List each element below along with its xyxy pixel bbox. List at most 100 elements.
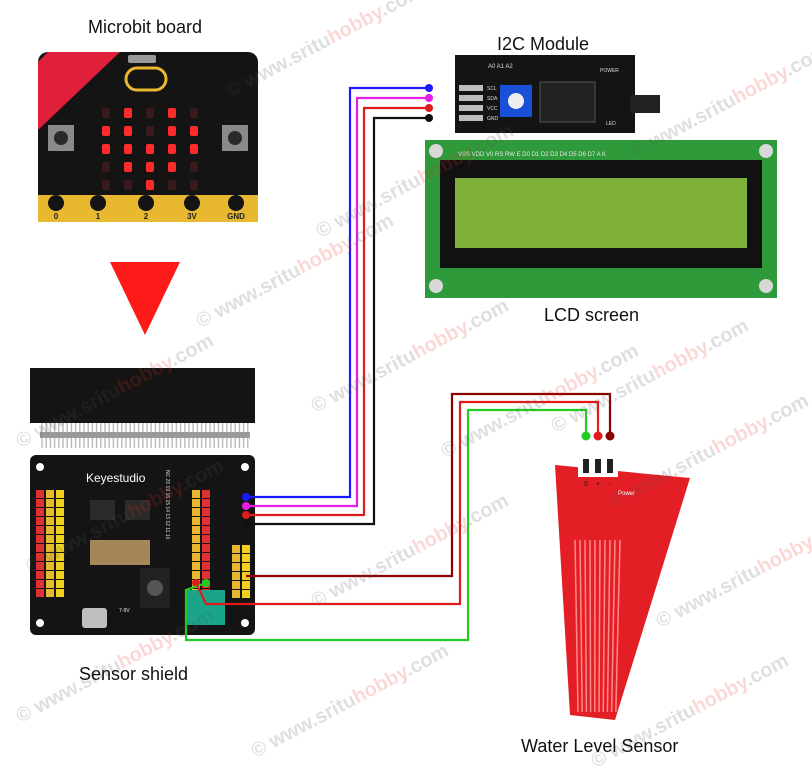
header-pin: [202, 562, 210, 570]
pin-dot: [594, 432, 603, 441]
header-pin: [192, 562, 200, 570]
header-pin: [46, 562, 54, 570]
header-pin: [242, 581, 250, 589]
shield-brand-text: Keyestudio: [86, 471, 146, 485]
header-pin: [56, 553, 64, 561]
pin-dot: [606, 432, 615, 441]
header-pin: [192, 535, 200, 543]
led: [190, 126, 198, 136]
comb-bar: [40, 432, 250, 438]
lcd-screen-label: LCD screen: [544, 305, 639, 326]
header-pin: [192, 571, 200, 579]
header-pin: [46, 535, 54, 543]
header-pin: [202, 517, 210, 525]
led: [168, 108, 176, 118]
header-pin: [192, 517, 200, 525]
header-pin: [46, 490, 54, 498]
led: [124, 144, 132, 154]
i2c-pin: [459, 85, 483, 91]
i2c-pin-label: GND: [487, 116, 499, 122]
header-pin: [56, 508, 64, 516]
header-pin: [46, 544, 54, 552]
sensor-shield: Keyestudio NC 20 19 16 15 14 13 12 11 10…: [30, 368, 255, 635]
water-pin-label: +: [596, 481, 600, 488]
header-pin: [202, 535, 210, 543]
header-pin: [46, 571, 54, 579]
header-pin: [36, 571, 44, 579]
header-pin: [46, 517, 54, 525]
led: [146, 162, 154, 172]
i2c-power-text: POWER: [600, 68, 619, 74]
header-pin: [232, 563, 240, 571]
microbit-label: Microbit board: [88, 17, 202, 38]
trace: [599, 540, 600, 712]
header-pin: [36, 544, 44, 552]
trace: [590, 540, 591, 712]
shield-pin-row-text: NC 20 19 16 15 14 13 12 11 10: [164, 470, 170, 540]
water-power-text: Power: [618, 491, 635, 497]
header-pin: [36, 553, 44, 561]
i2c-pin-label: SCL: [487, 86, 497, 92]
i2c-pin-label: VCC: [487, 106, 498, 112]
led: [146, 126, 154, 136]
wire-gnd: [246, 118, 429, 524]
lcd-pin-header-text: VSS VDD V0 RS RW E D0 D1 D2 D3 D4 D5 D6 …: [458, 152, 606, 158]
led: [102, 108, 110, 118]
pin-hole: [48, 195, 64, 211]
header-pin: [36, 490, 44, 498]
header-pin: [56, 526, 64, 534]
arrow-down-icon: [110, 262, 180, 335]
led: [102, 180, 110, 190]
led: [124, 126, 132, 136]
header-pin: [36, 535, 44, 543]
header-pin: [202, 553, 210, 561]
pin-label: 2: [144, 212, 149, 221]
header-pin: [242, 563, 250, 571]
header-pin: [56, 490, 64, 498]
header-pin: [202, 571, 210, 579]
header-pin: [56, 517, 64, 525]
header-pin: [232, 554, 240, 562]
i2c-pin-label: SDA: [487, 96, 498, 102]
sensor-shield-label: Sensor shield: [79, 664, 188, 685]
header-pin: [232, 581, 240, 589]
wire-vcc: [246, 108, 429, 515]
header-pin: [36, 589, 44, 597]
i2c-address-text: A0 A1 A2: [488, 64, 513, 70]
header-pin: [192, 526, 200, 534]
header-pin: [232, 590, 240, 598]
led: [168, 144, 176, 154]
pin-dot: [582, 432, 591, 441]
led: [146, 180, 154, 190]
header-pin: [232, 545, 240, 553]
led: [102, 126, 110, 136]
wire-water-vcc: [196, 402, 598, 604]
header-pin: [192, 553, 200, 561]
water-level-sensor-label: Water Level Sensor: [521, 736, 678, 757]
header-pin: [202, 490, 210, 498]
led: [102, 144, 110, 154]
header-pin: [192, 544, 200, 552]
header-pin: [192, 499, 200, 507]
header-pin: [192, 490, 200, 498]
header-pin: [46, 580, 54, 588]
header-pin: [56, 535, 64, 543]
lcd-screen: VSS VDD V0 RS RW E D0 D1 D2 D3 D4 D5 D6 …: [425, 140, 777, 298]
header-pin: [36, 562, 44, 570]
pin-label: 1: [96, 212, 101, 221]
edge-connector: [40, 423, 250, 448]
pin-hole: [184, 195, 200, 211]
header-pin: [202, 544, 210, 552]
led: [190, 144, 198, 154]
pin-hole: [90, 195, 106, 211]
header-pin: [56, 580, 64, 588]
header-pin: [192, 508, 200, 516]
led: [190, 180, 198, 190]
led: [146, 144, 154, 154]
header-pin: [46, 553, 54, 561]
header-pin: [202, 499, 210, 507]
pin-hole: [138, 195, 154, 211]
header-pin: [46, 526, 54, 534]
